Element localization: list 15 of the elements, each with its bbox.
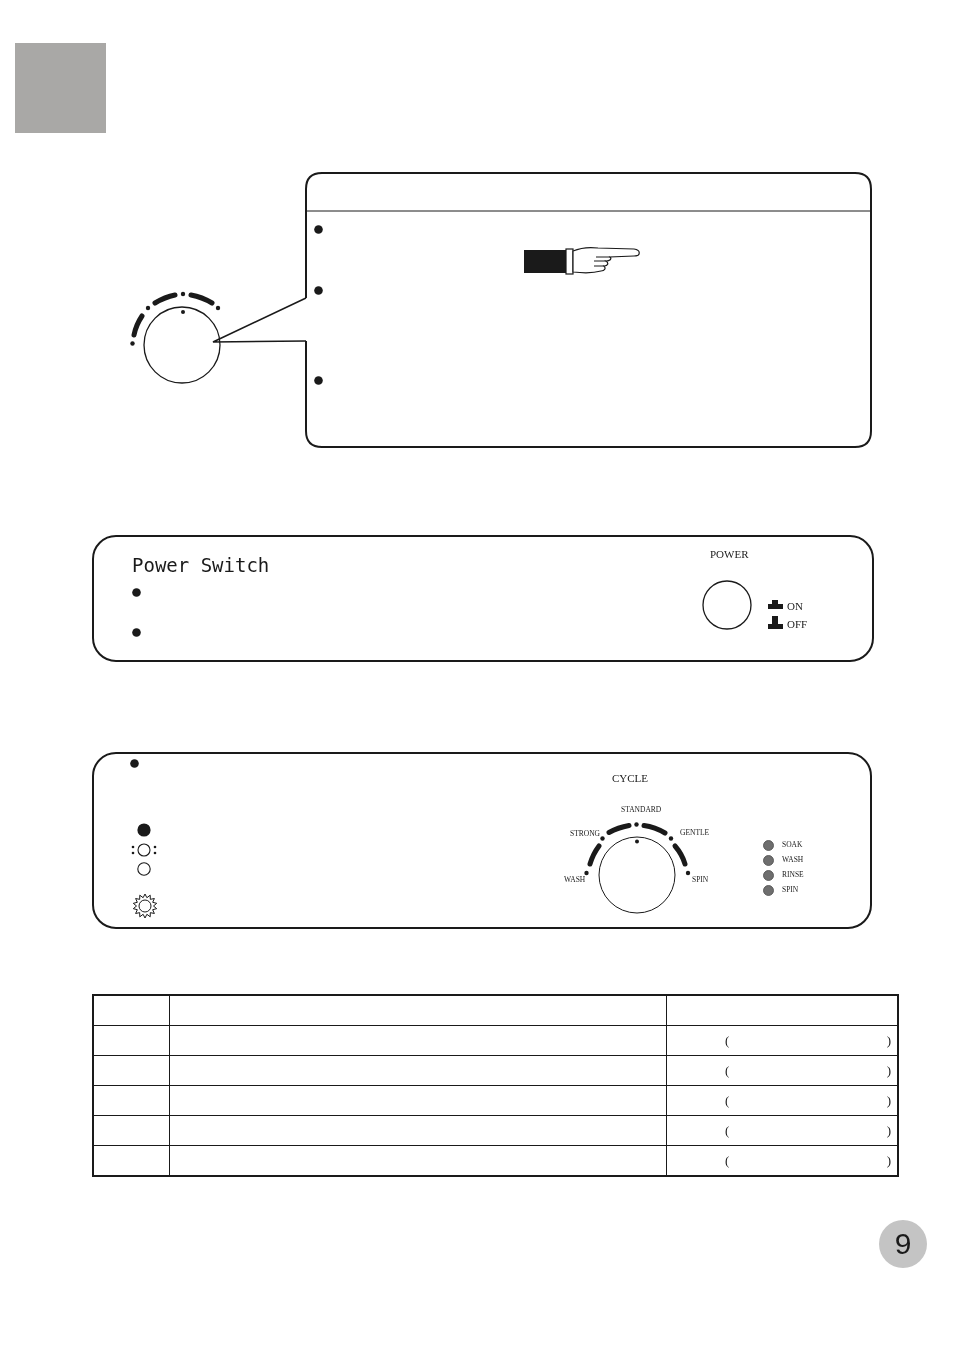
control-panel [92,752,872,929]
control-label: POWER [710,549,749,560]
parentheses: ( ) [725,1152,891,1169]
switch-state-label: ON [787,601,803,612]
parentheses: ( ) [725,1032,891,1049]
panel-heading: Power Switch [132,556,270,575]
control-label: CYCLE [612,773,649,784]
parentheses: ( ) [725,1122,891,1139]
callout-box [305,172,872,448]
parentheses: ( ) [725,1092,891,1109]
parentheses: ( ) [725,1062,891,1079]
page-number: 9 [879,1220,927,1268]
control-panel [92,535,874,662]
section-marker [15,43,106,133]
switch-state-label: OFF [787,619,808,630]
